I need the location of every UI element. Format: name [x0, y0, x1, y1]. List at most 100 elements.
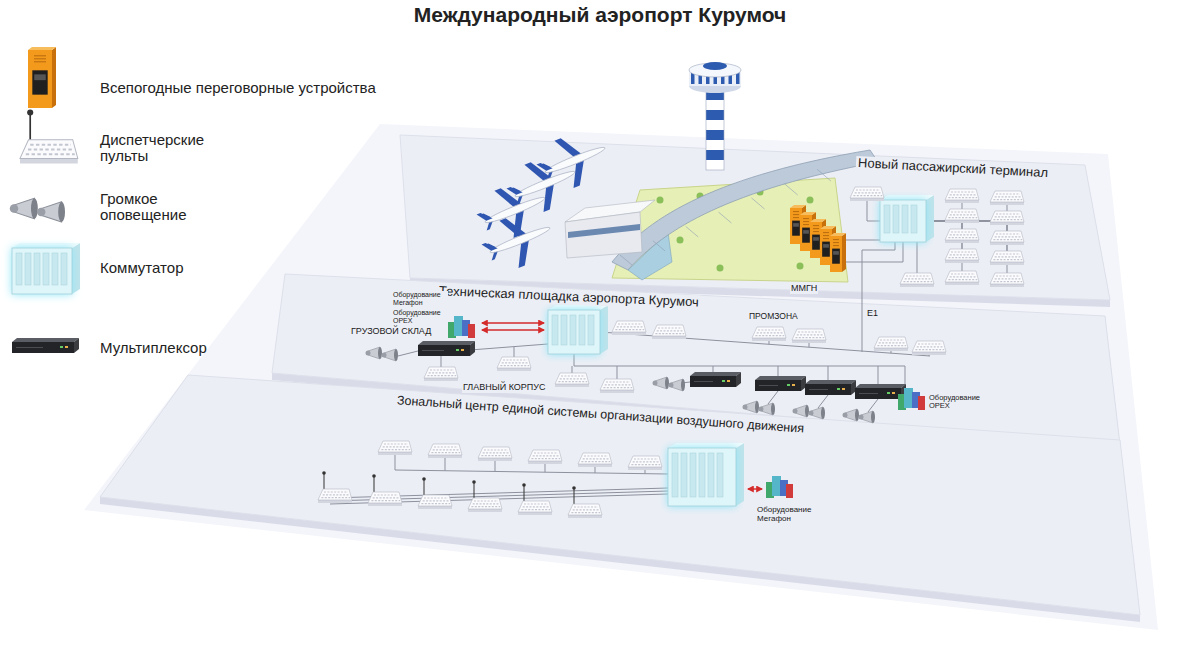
- illustration-part: [995, 216, 1021, 217]
- illustration-part: [915, 349, 944, 350]
- loudspeaker: [366, 347, 399, 361]
- illustration-part: [813, 228, 819, 229]
- illustration-part: [633, 461, 659, 462]
- zone-label: ГЛАВНЫЙ КОРПУС: [462, 383, 547, 393]
- illustration-part: [421, 503, 450, 504]
- illustration-part: [792, 329, 826, 340]
- illustration-part: [996, 275, 1020, 276]
- illustration-part: [837, 388, 840, 390]
- red-arrow: [482, 322, 544, 323]
- illustration-part: [993, 281, 1022, 282]
- illustration-part: [368, 492, 402, 503]
- illustration-part: [518, 512, 552, 515]
- illustration-part: [717, 265, 724, 272]
- illustration-part: [802, 228, 810, 243]
- illustration-part: [706, 90, 724, 170]
- illustration-part: [755, 335, 784, 336]
- illustration-part: [652, 325, 686, 336]
- illustration-part: [628, 467, 662, 470]
- multiplexer: [690, 372, 741, 387]
- illustration-part: [855, 409, 859, 421]
- illustration-part: [751, 198, 764, 209]
- illustration-part: [993, 219, 1022, 220]
- illustration-part: [548, 305, 608, 310]
- illustration-part: [681, 379, 685, 391]
- illustration-part: [26, 153, 75, 155]
- illustration-part: [787, 384, 790, 386]
- illustration-part: [736, 443, 744, 506]
- illustration-part: [784, 184, 797, 195]
- illustration-part: [990, 273, 1024, 284]
- illustration-part: [850, 187, 884, 198]
- dispatch-console: [874, 337, 908, 351]
- dispatch-console: [945, 229, 979, 243]
- illustration-part: [817, 169, 831, 181]
- illustration-part: [822, 242, 830, 257]
- illustration-part: [990, 202, 1024, 205]
- illustration-part: [372, 474, 376, 478]
- legend-text: Коммутатор: [100, 260, 183, 277]
- illustration-part: [990, 251, 1024, 262]
- dispatch-console: [378, 441, 412, 455]
- illustration-part: [911, 205, 917, 233]
- illustration-part: [579, 315, 585, 345]
- illustration-part: [600, 379, 634, 390]
- illustration-part: [25, 253, 31, 285]
- illustration-part: [706, 110, 724, 120]
- dispatch-console: [478, 447, 512, 461]
- illustration-part: [461, 349, 464, 351]
- illustration-part: [900, 273, 934, 284]
- illustration-part: [523, 506, 549, 507]
- illustration-part: [484, 449, 508, 450]
- illustration-part: [694, 381, 713, 382]
- zone-label: Оборудование Мегафон: [756, 506, 820, 524]
- illustration-part: [318, 500, 352, 503]
- illustration-part: [72, 243, 80, 294]
- illustration-part: [797, 263, 804, 270]
- illustration-part: [833, 242, 839, 243]
- loudspeaker: [743, 401, 776, 415]
- illustration-part: [996, 233, 1020, 234]
- illustration-part: [887, 392, 890, 394]
- illustration-part: [382, 349, 399, 361]
- illustration-part: [34, 61, 46, 62]
- illustration-part: [572, 486, 576, 490]
- illustration-part: [926, 195, 934, 242]
- illustration-part: [813, 225, 819, 226]
- illustration-part: [880, 339, 904, 340]
- illustration-part: [871, 411, 875, 423]
- illustration-part: [793, 217, 799, 218]
- illustration-part: [771, 403, 775, 415]
- dispatch-console: [990, 231, 1024, 245]
- illustration-part: [612, 150, 878, 270]
- illustration-part: [803, 221, 809, 222]
- illustration-part: [378, 347, 382, 359]
- illustration-part: [798, 331, 822, 332]
- dispatch-console: [945, 209, 979, 223]
- equipment-rack: [448, 316, 475, 338]
- illustration-part: [473, 503, 499, 504]
- illustration-part: [12, 243, 80, 248]
- illustration-part: [560, 378, 586, 379]
- illustration-part: [856, 189, 880, 190]
- illustration-part: [483, 452, 509, 453]
- illustration-part: [653, 381, 658, 386]
- illustration-part: [874, 348, 908, 351]
- dispatch-console: [424, 367, 458, 381]
- illustration-part: [606, 381, 630, 382]
- dispatch-console: [528, 450, 562, 464]
- illustration-part: [555, 384, 589, 387]
- dispatch-console: [578, 453, 612, 467]
- illustration-part: [522, 483, 526, 487]
- wire: [868, 399, 878, 412]
- illustration-part: [374, 494, 398, 495]
- illustration-part: [853, 195, 882, 196]
- illustration-part: [719, 212, 732, 223]
- illustration-part: [584, 455, 608, 456]
- illustration-part: [424, 378, 458, 381]
- illustration-part: [752, 327, 786, 338]
- illustration-part: [850, 198, 884, 201]
- illustration-part: [533, 455, 559, 456]
- multiplexer: [755, 376, 806, 391]
- illustration-part: [759, 407, 764, 412]
